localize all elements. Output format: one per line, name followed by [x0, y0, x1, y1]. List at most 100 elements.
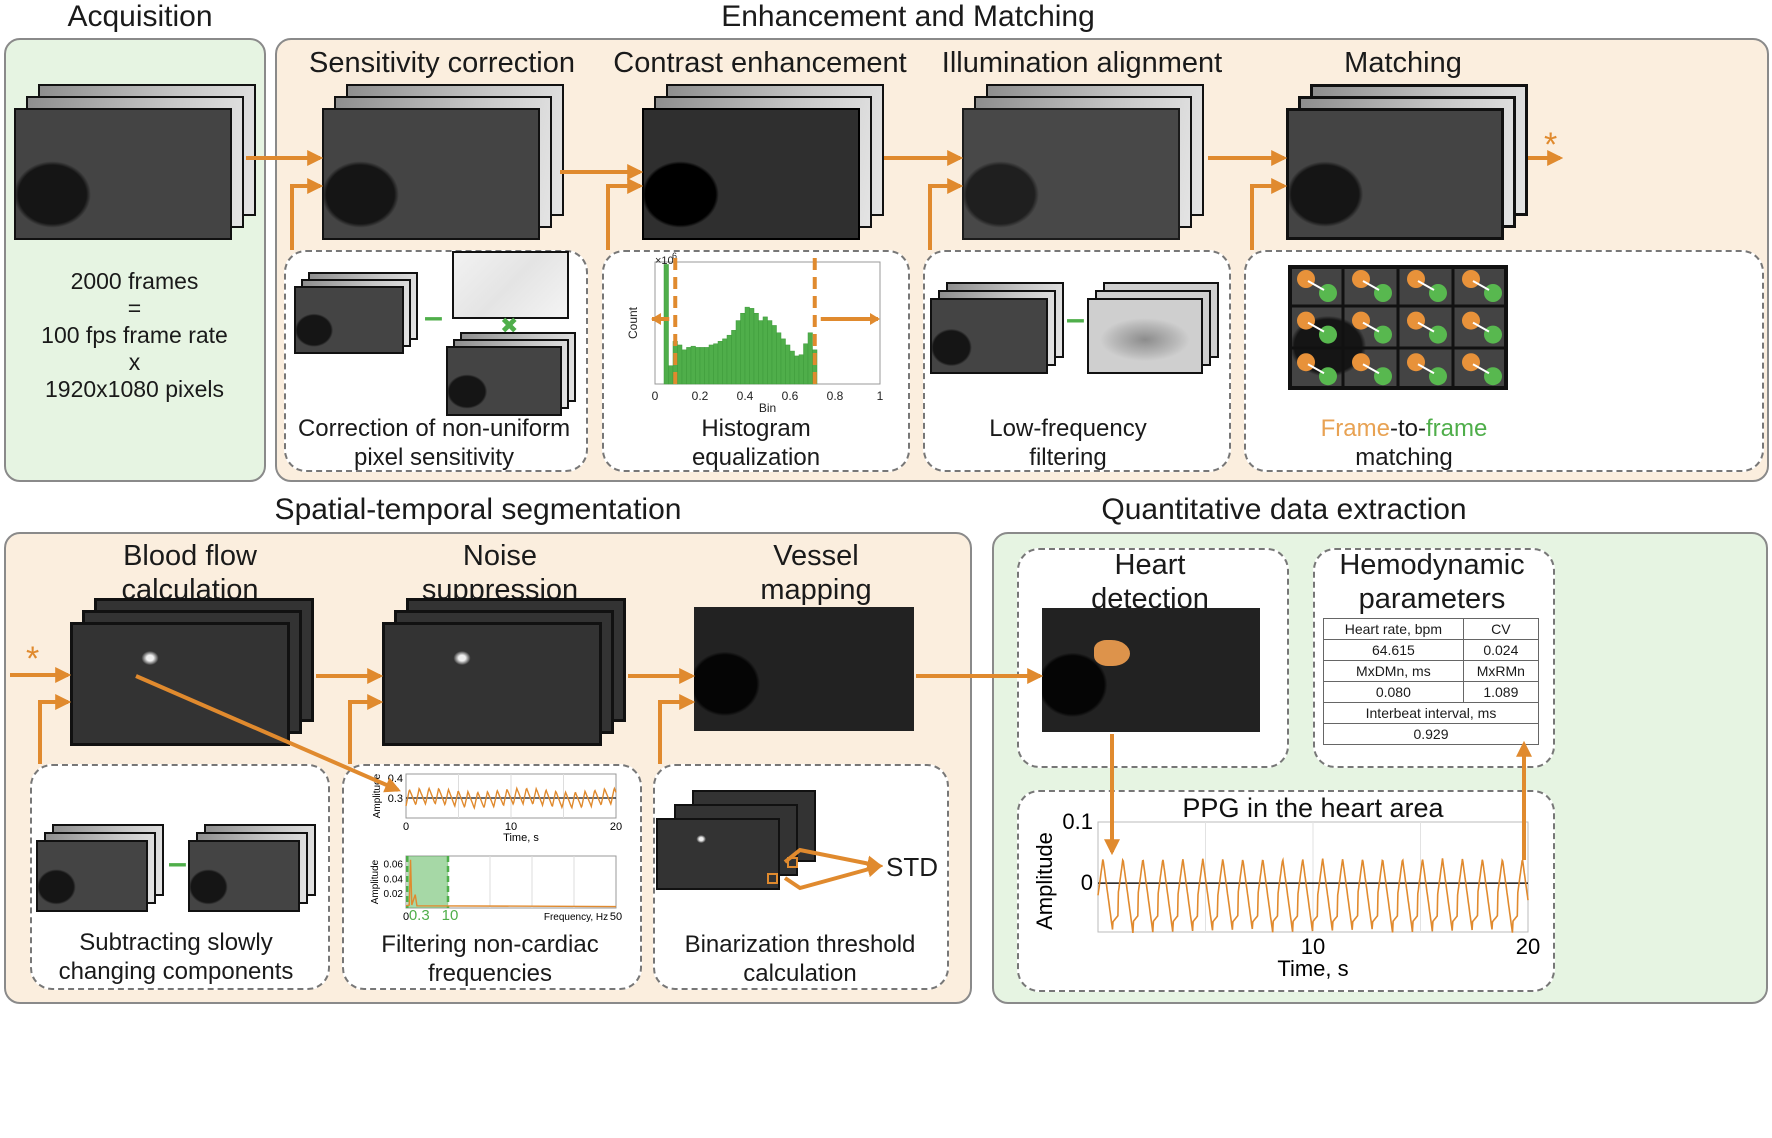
- minus-icon: –: [168, 844, 187, 882]
- arrow-sens-detail: [290, 178, 324, 250]
- match-target-dot: [1484, 325, 1502, 344]
- match-target-dot: [1429, 325, 1447, 344]
- sensitivity-correction-title: Sensitivity correction: [309, 47, 575, 79]
- minus-icon: –: [1066, 300, 1085, 338]
- std-label: STD: [886, 852, 938, 882]
- match-vector: [1307, 280, 1325, 291]
- match-vector: [1362, 321, 1380, 333]
- acquisition-title: Acquisition: [67, 0, 213, 33]
- match-vector: [1472, 321, 1490, 333]
- match-vector: [1417, 280, 1435, 291]
- minus-icon: –: [424, 298, 443, 336]
- continuation-star: *: [26, 640, 39, 678]
- ppg-ytick: 0: [1081, 870, 1093, 895]
- ppg-ylabel: Amplitude: [1032, 832, 1057, 930]
- histogram-xtick: 1: [877, 389, 884, 403]
- ppg-xtick: 10: [1301, 934, 1325, 959]
- histogram-ylabel: Count: [626, 306, 640, 339]
- match-vector: [1362, 363, 1380, 375]
- continuation-star: *: [1544, 126, 1557, 164]
- histogram-left-arrowhead: [651, 313, 661, 325]
- matching-title: Matching: [1344, 47, 1462, 79]
- match-vector: [1472, 280, 1490, 291]
- histogram-xtick: 0: [652, 389, 659, 403]
- time-xtick: 20: [610, 821, 622, 833]
- quantitative-title: Quantitative data extraction: [1101, 493, 1467, 526]
- arrow-subtract-detail: [38, 694, 72, 764]
- match-vector: [1472, 363, 1490, 375]
- arrow-pixel-signal: [135, 674, 401, 793]
- histogram-right-arrowhead: [870, 313, 880, 325]
- ppg-title: PPG in the heart area: [1182, 793, 1444, 823]
- match-target-dot: [1484, 367, 1502, 386]
- freq-band-label: 0.3: [409, 907, 430, 924]
- contrast-enhancement-title: Contrast enhancement: [613, 47, 907, 79]
- histogram-xtick: 0.6: [782, 389, 799, 403]
- match-target-dot: [1429, 284, 1447, 302]
- time-xtick: 10: [505, 821, 517, 833]
- arrow-std-1: [783, 847, 884, 872]
- histogram-exponent: 6: [672, 252, 677, 261]
- match-target-dot: [1319, 284, 1337, 302]
- match-target-dot: [1374, 284, 1392, 302]
- time-ylabel: Amplitude: [372, 773, 383, 818]
- match-target-dot: [1374, 325, 1392, 344]
- match-vector: [1307, 321, 1325, 333]
- freq-ylabel: Amplitude: [370, 859, 381, 904]
- matching-grid-overlay: [1288, 265, 1508, 390]
- match-vector: [1417, 363, 1435, 375]
- vessel-map-image: [694, 607, 914, 731]
- freq-spectrum-line: [405, 859, 617, 908]
- freq-xtick: 0: [403, 911, 409, 923]
- heart-detection-image: [1042, 608, 1260, 732]
- freq-ytick: 0.02: [384, 889, 404, 900]
- histogram-bar: [663, 264, 669, 385]
- time-series-line: [405, 786, 617, 811]
- histogram-xtick: 0.4: [737, 389, 754, 403]
- time-xlabel: Time, s: [503, 832, 539, 844]
- illumination-alignment-title: Illumination alignment: [941, 47, 1223, 79]
- histogram-xlabel: Bin: [759, 401, 776, 414]
- histogram-multiplier: ×10: [655, 255, 674, 267]
- match-target-dot: [1429, 367, 1447, 386]
- freq-ytick: 0.06: [384, 859, 404, 870]
- time-ytick: 0.3: [388, 793, 403, 805]
- flat-field-image: [452, 251, 569, 319]
- histogram-xtick: 0.8: [827, 389, 844, 403]
- match-target-dot: [1319, 325, 1337, 344]
- match-target-dot: [1484, 284, 1502, 302]
- arrow-illum-detail: [928, 178, 964, 250]
- match-target-dot: [1319, 367, 1337, 386]
- heart-region-marker: [1094, 640, 1130, 666]
- arrow-match-detail: [1250, 178, 1288, 250]
- match-vector: [1417, 321, 1435, 333]
- freq-xtick: 50: [610, 911, 622, 923]
- multiply-icon: ✖: [500, 313, 519, 338]
- freq-band-label: 10: [442, 907, 459, 924]
- arrow-bin-detail: [658, 694, 696, 764]
- match-vector: [1362, 280, 1380, 291]
- arrow-filter-detail: [348, 694, 384, 764]
- ppg-signal-line: [1097, 857, 1529, 933]
- freq-xlabel: Frequency, Hz: [544, 912, 608, 923]
- time-xtick: 0: [403, 821, 409, 833]
- ppg-xlabel: Time, s: [1277, 956, 1348, 981]
- ppg-xtick: 20: [1516, 934, 1540, 959]
- arrow-contrast-detail: [606, 178, 644, 250]
- freq-ytick: 0.04: [384, 874, 404, 885]
- acquisition-info: 2000 frames = 100 fps frame rate x 1920x…: [41, 268, 228, 402]
- match-vector: [1307, 363, 1325, 375]
